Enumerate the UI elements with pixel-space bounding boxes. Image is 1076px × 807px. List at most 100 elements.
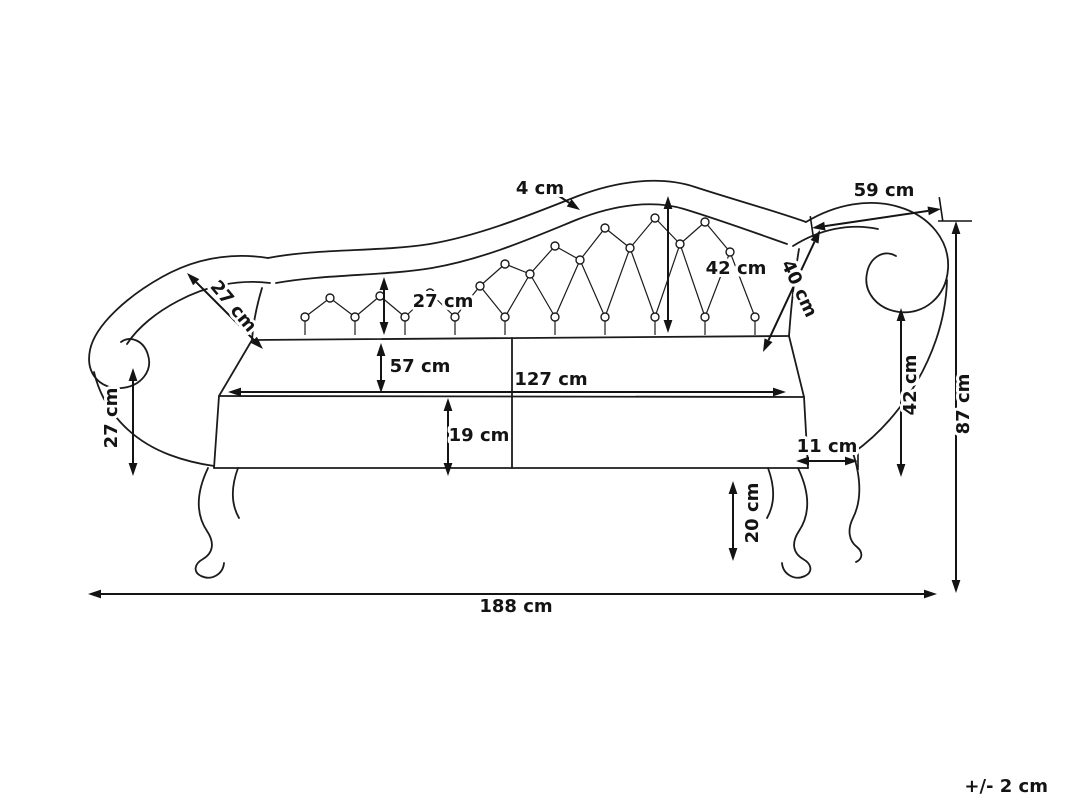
left-arm-to-seat-line xyxy=(251,287,263,341)
seat-left-edge xyxy=(218,339,253,397)
left-front-leg-inner xyxy=(231,467,240,519)
arrowhead xyxy=(88,589,101,599)
arrowhead xyxy=(663,196,673,209)
left-front-leg xyxy=(194,467,225,579)
tuft-button xyxy=(500,259,510,269)
arrowhead xyxy=(376,380,386,393)
arrowhead xyxy=(728,548,738,561)
tuft-line xyxy=(679,243,706,318)
tuft-button xyxy=(650,312,660,322)
arrowhead xyxy=(810,230,820,244)
tuft-button xyxy=(350,312,360,322)
tuft-button xyxy=(300,312,310,322)
arrowhead xyxy=(896,308,906,321)
dim-arrow-overall-length xyxy=(88,589,937,599)
dim-line xyxy=(195,281,255,341)
label-seat-depth: 57 cm xyxy=(390,356,451,377)
tuft-button xyxy=(550,312,560,322)
dim-arrow-right-arm-height xyxy=(896,308,906,477)
label-overall-height: 87 cm xyxy=(953,374,974,435)
left-arm-front-line xyxy=(93,371,215,467)
label-back-rail-thickness: 4 cm xyxy=(516,178,564,199)
tuft-line xyxy=(704,251,731,318)
label-arm-top-depth: 59 cm xyxy=(854,180,915,201)
label-backrest-height: 42 cm xyxy=(706,258,767,279)
arrowhead xyxy=(379,277,389,290)
tuft-line xyxy=(429,292,456,318)
tuft-button xyxy=(425,288,435,298)
right-rear-leg xyxy=(848,452,863,563)
label-tufting-height: 27 cm xyxy=(413,291,474,312)
tuft-button xyxy=(525,269,535,279)
right-front-leg-inner xyxy=(766,467,775,519)
tuft-button xyxy=(500,312,510,322)
arrowhead xyxy=(187,273,200,286)
tuft-line xyxy=(604,247,631,318)
tuft-line xyxy=(579,259,606,318)
dim-arrow-frame-height xyxy=(443,398,453,476)
apron-right-edge xyxy=(803,396,809,469)
arrowhead xyxy=(566,199,580,210)
tuft-line xyxy=(479,263,506,287)
seat-back-edge xyxy=(251,335,790,341)
back-outer-line xyxy=(267,179,807,259)
arrowhead xyxy=(924,589,937,599)
back-inner-line xyxy=(275,203,788,284)
arrowhead xyxy=(250,336,263,349)
tuft-line xyxy=(329,297,356,318)
arrowhead xyxy=(443,463,453,476)
tuft-line xyxy=(554,259,581,318)
witness-tick xyxy=(809,216,815,240)
label-right-arm-panel-width: 40 cm xyxy=(777,257,822,321)
arrowhead xyxy=(927,206,941,216)
tuft-button xyxy=(600,223,610,233)
tuft-line xyxy=(554,245,581,261)
tuft-line xyxy=(629,247,656,318)
dim-arrow-tufting-height xyxy=(379,277,389,335)
chaise-outline xyxy=(88,179,972,579)
arrowhead xyxy=(228,387,241,397)
tuft-line xyxy=(354,295,381,318)
tuft-button xyxy=(625,243,635,253)
seat-right-edge xyxy=(788,335,805,398)
dim-arrow-leg-offset xyxy=(796,456,858,466)
dim-arrow-right-arm-panel-width xyxy=(763,230,820,352)
tuft-line xyxy=(529,245,556,275)
tuft-button xyxy=(400,312,410,322)
tuft-line xyxy=(604,227,631,249)
tuft-button xyxy=(750,312,760,322)
tuft-button xyxy=(675,239,685,249)
tuft-button xyxy=(700,217,710,227)
arrowhead xyxy=(796,456,809,466)
right-arm-side-line xyxy=(852,279,948,454)
label-frame-height: 19 cm xyxy=(449,425,510,446)
witness-tick xyxy=(938,197,944,221)
arrowhead xyxy=(773,387,786,397)
label-overall-length: 188 cm xyxy=(479,596,552,617)
arrowhead xyxy=(376,343,386,356)
arrowhead xyxy=(951,221,961,234)
label-seat-width: 127 cm xyxy=(514,369,587,390)
tuft-line xyxy=(704,221,731,253)
tuft-button xyxy=(575,255,585,265)
arrowhead xyxy=(763,338,773,352)
tuft-line xyxy=(404,292,431,318)
tuft-line xyxy=(454,285,481,318)
arrowhead xyxy=(845,456,858,466)
tuft-line xyxy=(304,297,331,318)
right-arm-inner-line xyxy=(792,225,879,247)
tuft-button xyxy=(550,241,560,251)
tuft-line xyxy=(629,217,656,249)
tuft-button xyxy=(450,312,460,322)
tuft-line xyxy=(729,251,756,318)
label-right-arm-height: 42 cm xyxy=(900,355,921,416)
dim-line xyxy=(767,241,816,341)
tuft-button xyxy=(650,213,660,223)
label-left-arm-panel-width: 27 cm xyxy=(206,276,261,336)
tuft-line xyxy=(479,285,506,318)
dim-arrow-left-arm-panel-width xyxy=(187,273,263,349)
right-arm-scroll xyxy=(805,201,949,314)
tuft-button xyxy=(600,312,610,322)
